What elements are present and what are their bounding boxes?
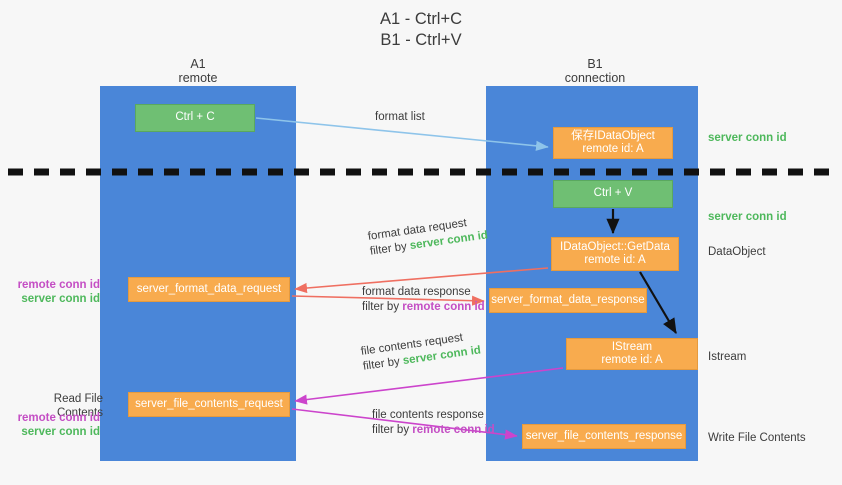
arrow-format-data-response: [291, 295, 485, 306]
box-idataobject-getdata[interactable]: IDataObject::GetData remote id: A: [551, 237, 679, 271]
box-server-format-data-request[interactable]: server_format_data_request: [128, 277, 290, 302]
annotation-conn-id-pair-1-remote: remote conn id: [17, 279, 100, 291]
box-idataobject-getdata-remote-id: remote id: A: [584, 254, 646, 266]
box-istream[interactable]: IStream remote id: A: [566, 338, 698, 370]
edge-label-format-data-response-value: remote conn id: [402, 301, 485, 313]
box-save-idataobject[interactable]: 保存IDataObject remote id: A: [553, 127, 673, 159]
box-istream-remote-id: remote id: A: [601, 354, 663, 366]
annotation-write-file-contents: Write File Contents: [708, 432, 806, 444]
annotation-conn-id-pair-1-server: server conn id: [21, 293, 100, 305]
box-save-idataobject-label: 保存IDataObject: [571, 129, 655, 142]
box-server-file-contents-response[interactable]: server_file_contents_response: [522, 424, 686, 449]
box-server-file-contents-request[interactable]: server_file_contents_request: [128, 392, 290, 417]
box-idataobject-getdata-label: IDataObject::GetData: [560, 240, 670, 253]
lane-a1-subtitle: remote: [178, 71, 218, 85]
annotation-server-conn-id-mid: server conn id: [708, 211, 787, 223]
lane-b1-subtitle: connection: [564, 71, 626, 85]
arrow-getdata-to-istream: [639, 271, 677, 334]
edge-label-file-contents-response: file contents response filter by remote …: [372, 408, 495, 438]
annotation-conn-id-pair-2-remote: remote conn id: [17, 412, 100, 424]
annotation-istream: Istream: [708, 351, 747, 363]
lane-b1-header: B1 connection: [527, 57, 663, 85]
arrow-format-list: [255, 117, 549, 151]
box-ctrl-c[interactable]: Ctrl + C: [135, 104, 255, 132]
arrow-file-contents-response: [291, 408, 518, 440]
edge-label-format-data-response: format data response filter by remote co…: [362, 285, 485, 315]
box-save-idataobject-remote-id: remote id: A: [582, 143, 644, 155]
arrow-format-data-request: [294, 267, 549, 294]
box-server-format-data-response[interactable]: server_format_data_response: [489, 288, 647, 313]
annotation-dataobject: DataObject: [708, 246, 766, 258]
lane-a1-title: A1: [190, 57, 206, 71]
box-server-file-contents-response-label: server_file_contents_response: [525, 429, 683, 442]
annotation-conn-id-pair-2-server: server conn id: [21, 426, 100, 438]
box-ctrl-v[interactable]: Ctrl + V: [553, 180, 673, 208]
box-ctrl-c-label: Ctrl + C: [175, 111, 215, 124]
edge-label-format-data-response-prefix: filter by: [362, 301, 403, 313]
box-server-format-data-response-label: server_format_data_response: [491, 293, 645, 306]
edge-label-format-data-response-row1: format data response: [362, 286, 471, 298]
annotation-conn-id-pair-1: remote conn id server conn id: [8, 278, 100, 306]
box-server-format-data-request-label: server_format_data_request: [136, 282, 282, 295]
box-server-file-contents-request-label: server_file_contents_request: [135, 397, 283, 410]
annotation-server-conn-id-top: server conn id: [708, 132, 787, 144]
box-istream-label: IStream: [611, 340, 653, 353]
title-line-2: B1 - Ctrl+V: [380, 31, 462, 49]
lane-a1-header: A1 remote: [130, 57, 266, 85]
title-line-1: A1 - Ctrl+C: [379, 10, 463, 28]
edge-label-file-contents-response-prefix: filter by: [372, 424, 413, 436]
page-title: A1 - Ctrl+C B1 - Ctrl+V: [0, 9, 842, 51]
edge-label-file-contents-response-value: remote conn id: [412, 424, 495, 436]
lane-b1-title: B1: [587, 57, 603, 71]
annotation-conn-id-pair-2: remote conn id server conn id: [8, 411, 100, 439]
arrow-file-contents-request: [294, 367, 564, 405]
edge-label-format-list-text: format list: [375, 111, 425, 123]
box-ctrl-v-label: Ctrl + V: [593, 187, 633, 200]
annotation-read-file-contents: Read File Contents: [53, 393, 103, 419]
edge-label-format-list: format list: [375, 110, 425, 125]
edge-label-file-contents-response-row1: file contents response: [372, 409, 484, 421]
